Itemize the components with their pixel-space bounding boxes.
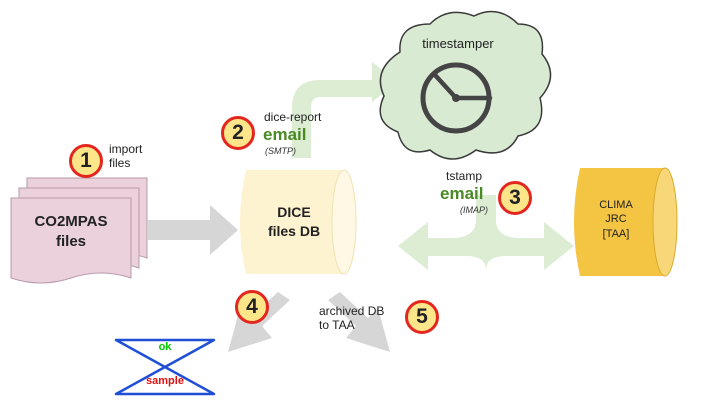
tstamp-label: tstamp: [446, 169, 483, 183]
step-5-badge: 5: [405, 300, 439, 334]
tstamp-split-arrow: [398, 195, 574, 270]
archive-arrow: [328, 292, 390, 352]
tstamp-email: email: [440, 184, 484, 203]
co2mpas-line-2: files: [55, 232, 86, 250]
dice-db-cylinder: [240, 169, 357, 275]
clima-line-2: JRC: [605, 213, 627, 226]
import-arrow: [148, 205, 238, 255]
dice-db-line-2: files DB: [267, 222, 321, 239]
step-4-badge: 4: [235, 290, 269, 324]
dice-report-label: dice-report: [264, 110, 322, 124]
timestamper-label: timestamper: [422, 36, 494, 51]
import-files-line-2: files: [109, 155, 131, 170]
sample-label: sample: [146, 375, 184, 387]
dice-db-label: DICE files DB: [248, 203, 340, 241]
step-1-badge: 1: [69, 144, 103, 178]
tstamp-protocol: (IMAP): [460, 205, 488, 215]
clima-db-cylinder: [574, 167, 678, 277]
clima-label: CLIMA JRC [TAA]: [576, 198, 656, 241]
dice-db-line-1: DICE: [277, 204, 311, 220]
archived-db-label: archived DB to TAA: [319, 304, 385, 333]
clima-line-1: CLIMA: [599, 199, 633, 211]
step-2-badge: 2: [221, 116, 255, 150]
archived-db-line-1: archived DB: [319, 304, 385, 318]
dice-report-email: email: [263, 125, 307, 144]
dice-report-arrow: [292, 62, 398, 158]
clock-icon: [420, 62, 493, 134]
import-files-label: import files: [109, 142, 143, 171]
dice-report-protocol: (SMTP): [265, 146, 296, 156]
hourglass-icon: [114, 338, 216, 396]
import-files-line-1: import: [109, 142, 143, 156]
archived-db-line-2: to TAA: [319, 317, 355, 332]
co2mpas-files-label: CO2MPAS files: [11, 212, 131, 251]
step-3-badge: 3: [498, 181, 532, 215]
sample-ok-label: ok: [158, 341, 172, 353]
co2mpas-line-1: CO2MPAS: [34, 213, 108, 230]
clima-line-3: [TAA]: [602, 227, 630, 240]
co2mpas-files-stack: [10, 177, 148, 284]
